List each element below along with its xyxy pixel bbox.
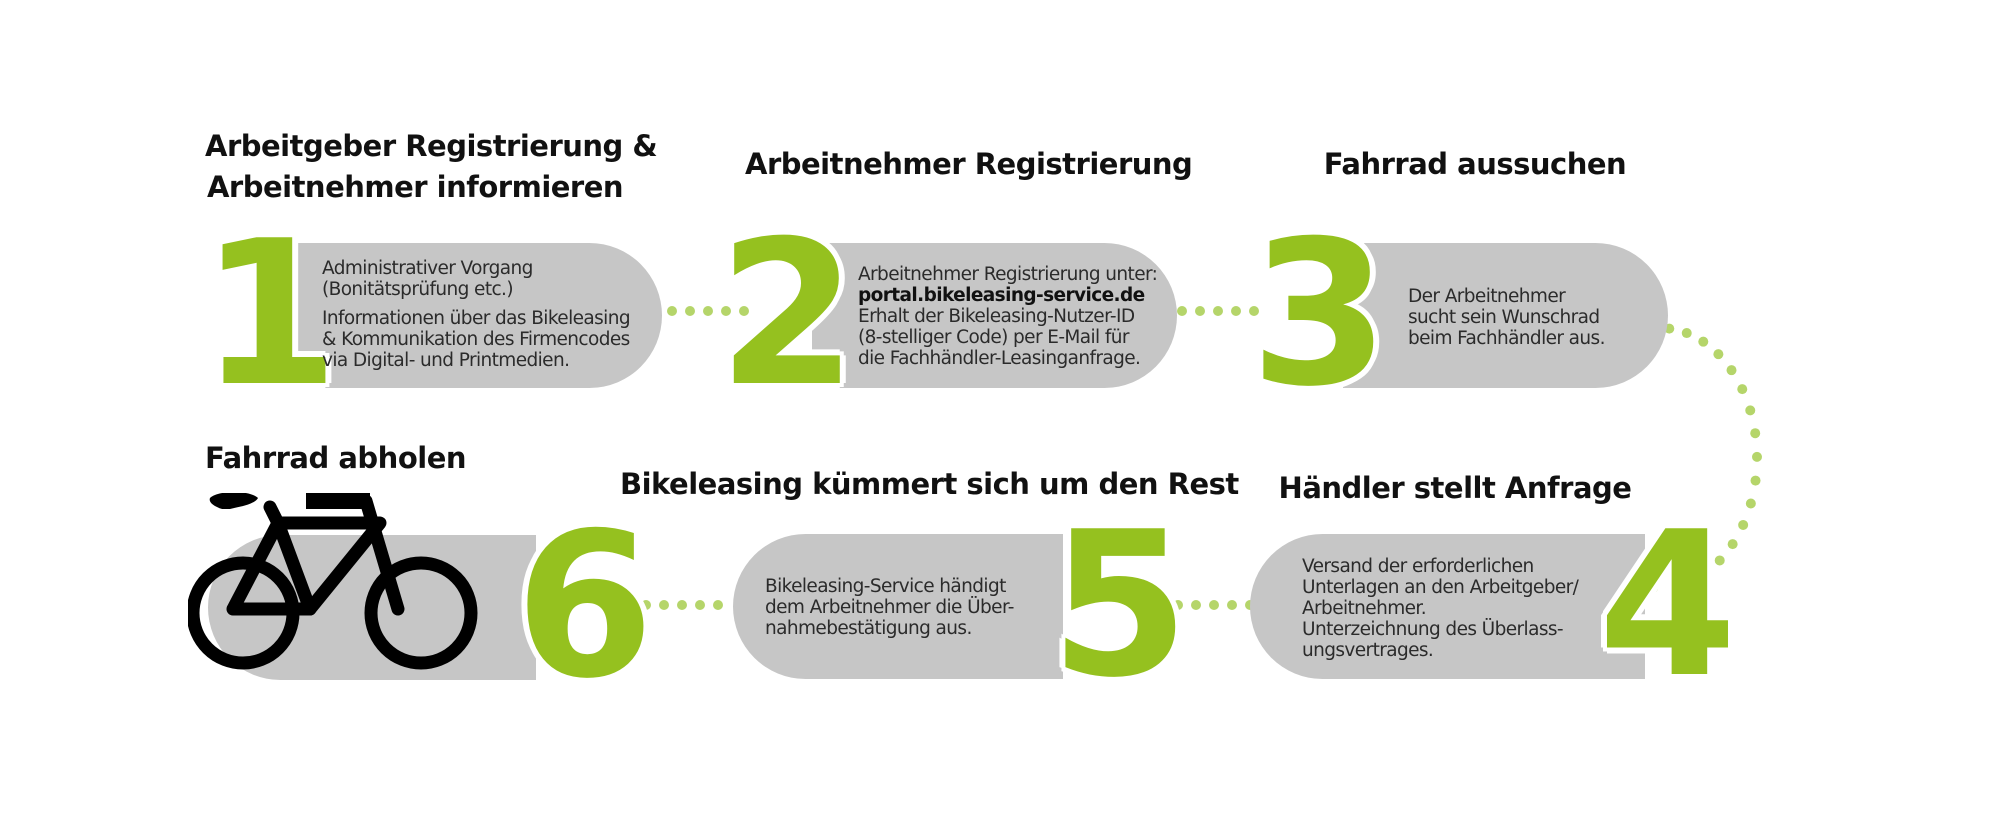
step-3-number: 3 xyxy=(1250,198,1389,431)
connector-dot xyxy=(1751,451,1762,462)
step-1-desc-line: Administrativer Vorgang xyxy=(322,258,533,279)
connector-dot xyxy=(1195,306,1205,316)
step-5-number: 5 xyxy=(1050,489,1189,722)
step-4-desc-line: Versand der erforderlichen xyxy=(1302,556,1534,577)
step-4-desc-line: ungsvertrages. xyxy=(1302,640,1434,661)
step-5-title: Bikeleasing kümmert sich um den Rest xyxy=(620,467,1239,501)
connector-dot xyxy=(1249,306,1259,316)
connector-dot xyxy=(1750,428,1761,439)
connector-dot xyxy=(605,600,615,610)
step-3-title: Fahrrad aussuchen xyxy=(1323,147,1627,181)
connector-dot xyxy=(1209,600,1219,610)
step-4-card xyxy=(1250,534,1645,679)
connector-dot xyxy=(695,600,705,610)
step-1-desc-line: & Kommunikation des Firmencodes xyxy=(322,329,630,350)
step-2-desc-line: Arbeitnehmer Registrierung unter: xyxy=(858,264,1158,285)
connector-dot xyxy=(1648,582,1659,593)
connector-dot xyxy=(1227,600,1237,610)
connector-dot xyxy=(667,306,677,316)
step-5-desc-line: nahmebestätigung aus. xyxy=(765,618,972,639)
step-4-description: Versand der erforderlichen Unterlagen an… xyxy=(1302,556,1622,661)
step-6-title: Fahrrad abholen xyxy=(205,441,467,475)
step-2-title: Arbeitnehmer Registrierung xyxy=(745,147,1193,181)
connector-dot xyxy=(739,306,749,316)
connector-dot xyxy=(641,600,651,610)
step-4-title: Händler stellt Anfrage xyxy=(1278,471,1632,505)
connector-dot xyxy=(1745,498,1756,509)
step-2-description: Arbeitnehmer Registrierung unter: portal… xyxy=(858,264,1178,369)
connector-dot xyxy=(1231,306,1241,316)
connector-dot xyxy=(1737,384,1748,395)
step-5-desc-line: dem Arbeitnehmer die Über- xyxy=(765,597,1014,618)
step-2-desc-line: (8-stelliger Code) per E-Mail für xyxy=(858,327,1130,348)
step-1-title-line-1: Arbeitgeber Registrierung & xyxy=(205,129,658,163)
connector-dot xyxy=(1177,306,1187,316)
step-2-desc-line: die Fachhändler-Leasinganfrage. xyxy=(858,348,1141,369)
connector-dot xyxy=(703,306,713,316)
connector-dot xyxy=(677,600,687,610)
connector-dot xyxy=(1750,475,1761,486)
step-5-card xyxy=(733,534,1063,679)
connector-dot xyxy=(1714,555,1725,566)
connector-dot xyxy=(1681,328,1692,339)
connector-dot xyxy=(1745,405,1756,416)
step-3-description: Der Arbeitnehmer sucht sein Wunschrad be… xyxy=(1408,286,1648,349)
step-4-number: 4 xyxy=(1598,489,1737,722)
step-2-number: 2 xyxy=(718,198,857,431)
step-3-desc-line: beim Fachhändler aus. xyxy=(1408,328,1605,349)
connector-dot xyxy=(1699,568,1710,579)
step-6-number: 6 xyxy=(515,490,654,723)
connector-dot xyxy=(1738,519,1749,530)
connector-dot xyxy=(1713,349,1724,360)
connector-dot xyxy=(721,306,731,316)
connector-dot xyxy=(1726,365,1737,376)
step-5-description: Bikeleasing-Service händigt dem Arbeitne… xyxy=(765,576,1045,639)
connector-dot xyxy=(1727,539,1738,550)
connector-dot xyxy=(1665,582,1676,593)
step-5-desc-line: Bikeleasing-Service händigt xyxy=(765,576,1006,597)
step-1-card xyxy=(280,243,662,388)
connector-dot xyxy=(1698,336,1709,347)
step-4-desc-line: Unterzeichnung des Überlass- xyxy=(1302,619,1564,640)
step-1-number: 1 xyxy=(200,198,339,431)
step-3-desc-line: sucht sein Wunschrad xyxy=(1408,307,1600,328)
step-1-desc-line: (Bonitätsprüfung etc.) xyxy=(322,279,514,300)
connector-dot xyxy=(1683,577,1694,588)
step-4-desc-line: Unterlagen an den Arbeitgeber/ xyxy=(1302,577,1579,598)
bicycle-icon xyxy=(188,493,478,670)
step-1-desc-line: Informationen über das Bikeleasing xyxy=(322,308,631,329)
connector-dot xyxy=(623,600,633,610)
step-3-card xyxy=(1343,243,1668,388)
step-2-desc-line: Erhalt der Bikeleasing-Nutzer-ID xyxy=(858,306,1135,327)
connector-dot xyxy=(685,306,695,316)
portal-link[interactable]: portal.bikeleasing-service.de xyxy=(858,285,1145,306)
step-1-title-line-2: Arbeitnehmer informieren xyxy=(206,170,624,204)
step-1-title: Arbeitgeber Registrierung & Arbeitnehmer… xyxy=(205,126,658,208)
connector-dot xyxy=(1213,306,1223,316)
step-1-desc-line: via Digital- und Printmedien. xyxy=(322,350,570,371)
step-4-desc-line: Arbeitnehmer. xyxy=(1302,598,1427,619)
connector-dot xyxy=(1155,600,1165,610)
connector-dot xyxy=(1173,600,1183,610)
connector-dot xyxy=(1137,600,1147,610)
step-3-desc-line: Der Arbeitnehmer xyxy=(1408,286,1566,307)
connector-dot xyxy=(713,600,723,610)
connector-dot xyxy=(1191,600,1201,610)
step-1-description: Administrativer Vorgang (Bonitätsprüfung… xyxy=(322,258,662,371)
step-2-card xyxy=(812,243,1177,388)
connector-dot xyxy=(659,600,669,610)
